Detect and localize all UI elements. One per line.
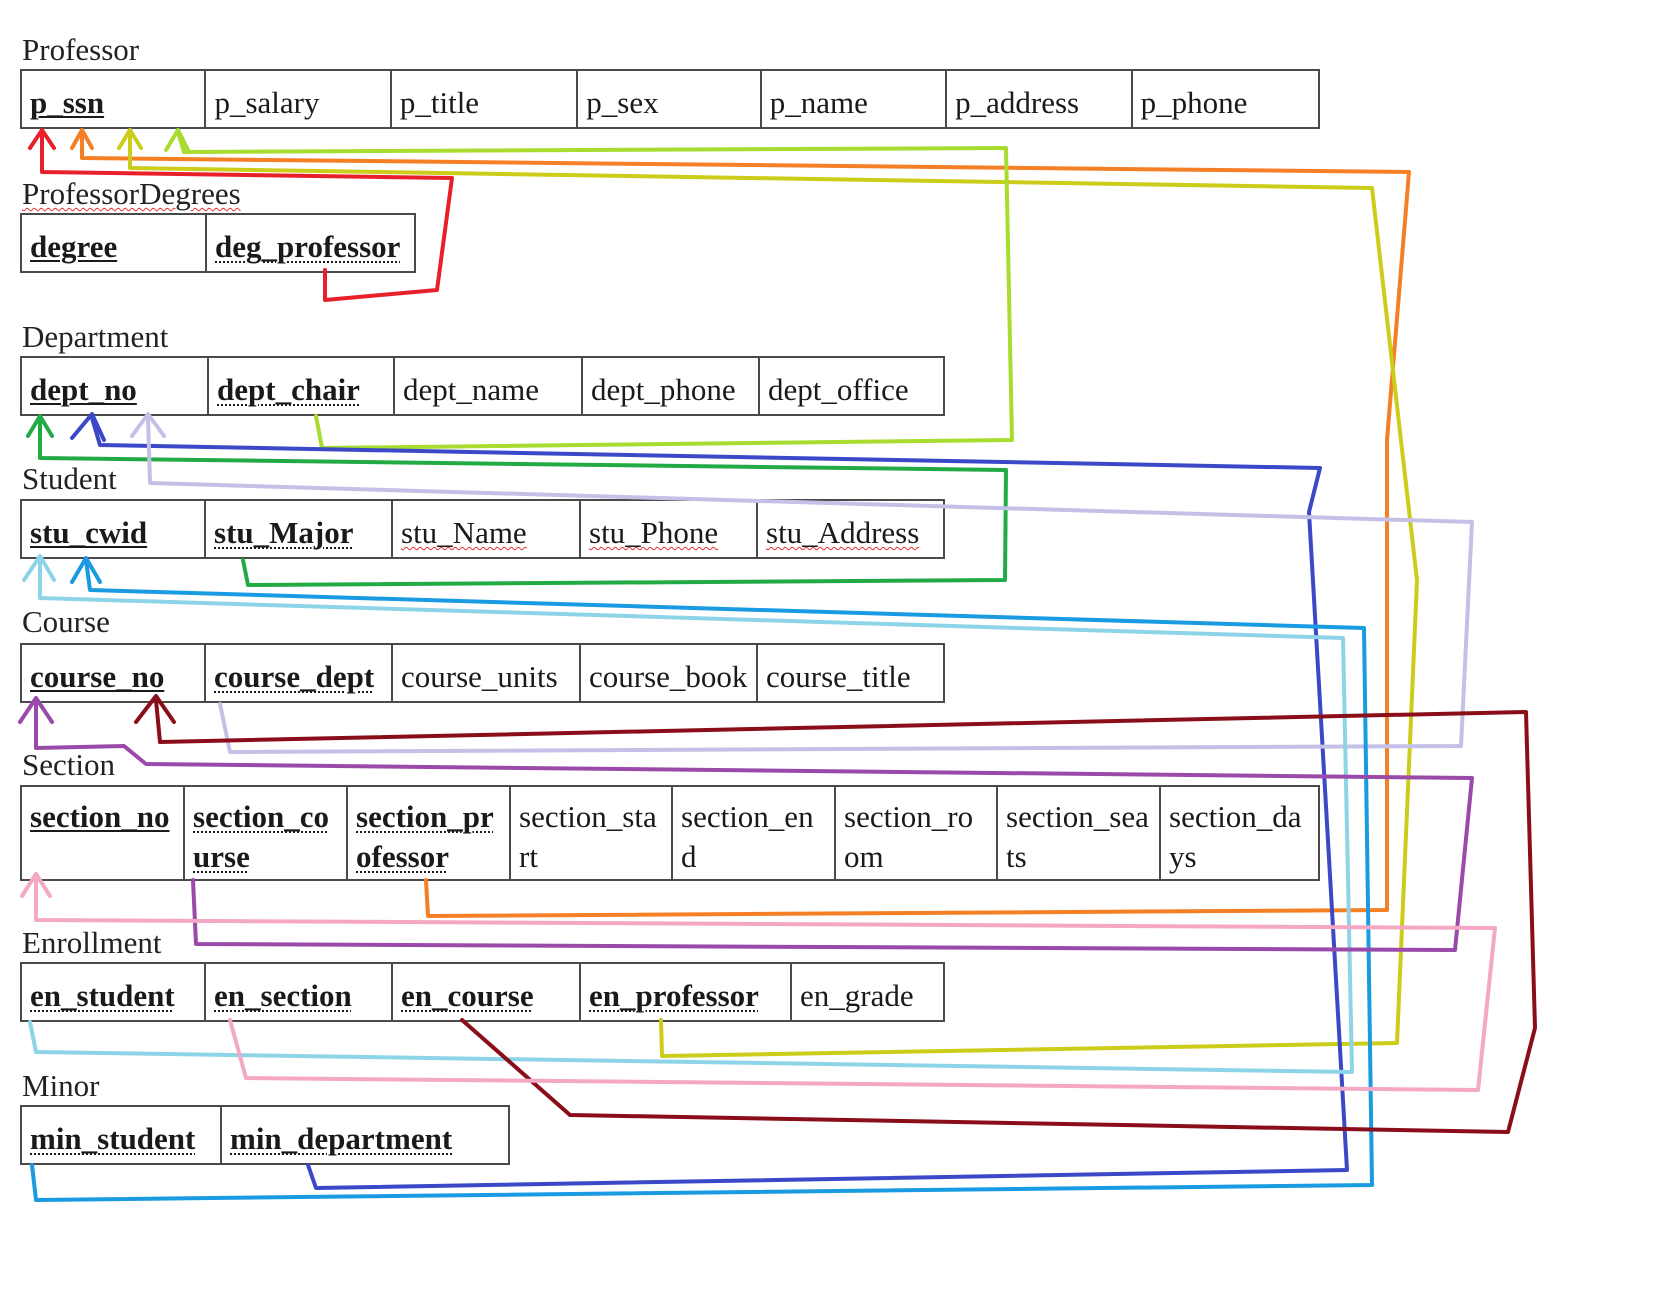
col-degree: degree [22,215,207,271]
student-table-title: Student [22,461,117,496]
col-course-dept: course_dept [206,645,393,701]
col-en-course: en_course [393,964,581,1020]
col-course-no: course_no [22,645,206,701]
department-table-title: Department [22,319,169,354]
col-min-department: min_department [230,1121,453,1156]
col-dept-no: dept_no [22,358,209,414]
col-en-professor: en_professor [581,964,792,1020]
col-section-days: section_days [1169,799,1302,874]
enrollment-table: en_student en_section en_course en_profe… [20,962,945,1022]
professor-degrees-table-title: ProfessorDegrees [22,176,241,211]
col-course-book: course_book [581,645,758,701]
section-table: section_no section_course section_profes… [20,785,1320,881]
col-min-student: min_student [22,1107,222,1163]
stu-phone-text: stu_Phone [589,515,719,550]
student-table: stu_cwid stu_Major stu_Name stu_Phone st… [20,499,945,559]
minor-table: min_student min_department [20,1105,510,1165]
col-dept-name: dept_name [395,358,583,414]
link-arrowhead-olive [117,128,143,150]
col-stu-phone: stu_Phone [581,501,758,557]
col-stu-cwid: stu_cwid [22,501,206,557]
professor-degrees-table: degree deg_professor [20,213,416,273]
professor-table: p_ssn p_salary p_title p_sex p_name p_ad… [20,69,1320,129]
col-course-title: course_title [766,659,911,694]
col-section-room: section_room [836,787,998,879]
stu-name-text: stu_Name [401,515,527,550]
link-arrowhead-green [26,414,54,438]
col-course-units: course_units [393,645,581,701]
col-stu-name: stu_Name [393,501,581,557]
col-section-no: section_no [22,787,185,879]
col-dept-phone: dept_phone [583,358,760,414]
col-en-section: en_section [206,964,393,1020]
minor-table-title: Minor [22,1068,100,1103]
enrollment-table-title: Enrollment [22,925,162,960]
link-en-course-to-course-no [154,698,1537,1134]
col-section-professor: section_professor [348,787,511,879]
col-section-seats: section_seats [998,787,1161,879]
link-arrowhead-blue [70,412,106,442]
link-arrowhead-lightblue [22,554,56,582]
col-section-start: section_start [511,787,673,879]
col-p-address: p_address [947,71,1133,127]
col-section-course: section_course [185,787,348,879]
section-table-title: Section [22,747,115,782]
col-en-student: en_student [22,964,206,1020]
col-stu-major: stu_Major [206,501,393,557]
col-section-end: section_end [673,787,836,879]
col-p-ssn: p_ssn [22,71,207,127]
link-arrowhead-lime [164,128,190,152]
stu-address-text: stu_Address [766,515,920,550]
col-dept-chair: dept_chair [209,358,395,414]
col-p-salary: p_salary [206,71,392,127]
department-table: dept_no dept_chair dept_name dept_phone … [20,356,945,416]
course-table: course_no course_dept course_units cours… [20,643,945,703]
link-arrowhead-red [28,128,56,150]
link-arrowhead-skyblue [70,556,102,584]
link-arrowhead-orange [70,128,94,150]
col-p-phone: p_phone [1140,85,1248,120]
col-p-title: p_title [392,71,579,127]
col-p-name: p_name [762,71,948,127]
col-en-grade: en_grade [800,978,914,1013]
col-p-sex: p_sex [578,71,762,127]
col-deg-professor: deg_professor [215,229,401,264]
col-stu-address: stu_Address [758,501,943,557]
professor-table-title: Professor [22,32,140,67]
course-table-title: Course [22,604,110,639]
col-dept-office: dept_office [768,372,909,407]
link-arrowhead-lavender [130,412,166,438]
